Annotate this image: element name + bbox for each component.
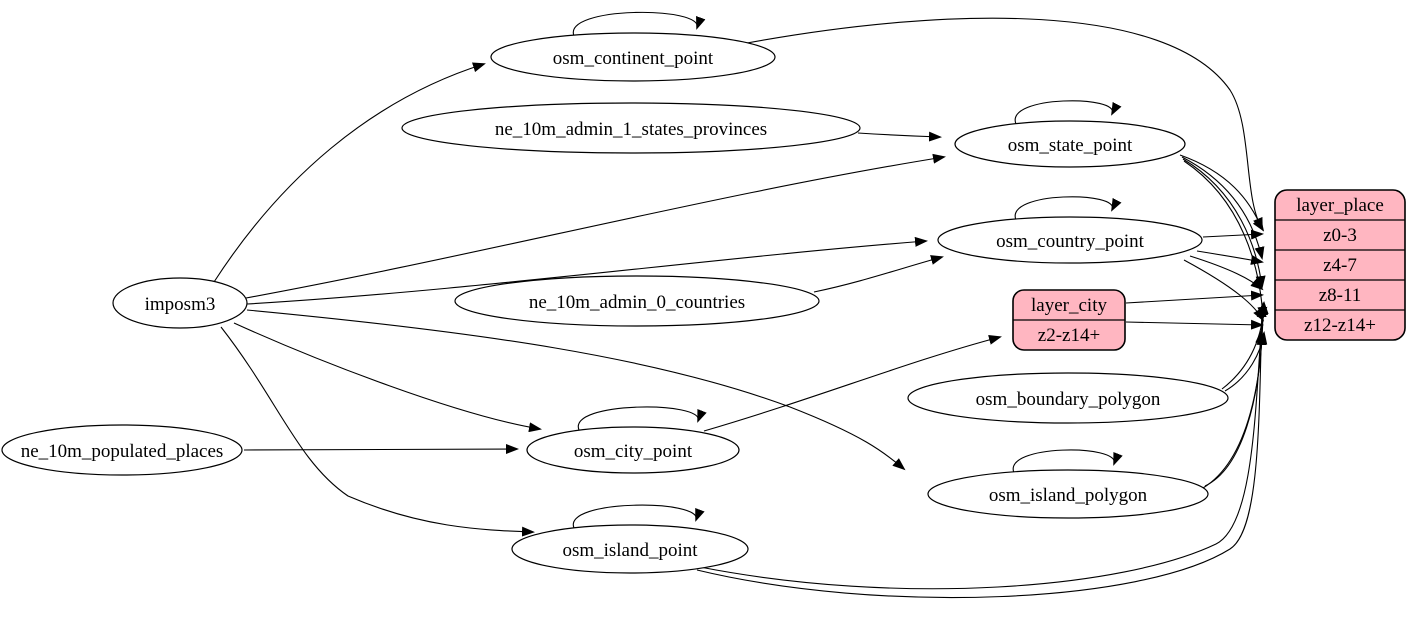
- node-osm_continent_point: osm_continent_point: [490, 32, 776, 82]
- record-layer_city: layer_city z2-z14+: [1012, 289, 1126, 351]
- node-osm_island_polygon-label: osm_island_polygon: [989, 485, 1148, 506]
- node-osm_country_point-label: osm_country_point: [996, 231, 1144, 252]
- node-ne_10m_admin_0_countries-shape: [454, 275, 820, 327]
- edge-imposm3-osm_country_point: [246, 236, 928, 305]
- edge-ne_10m_admin_1_states_provinces-osm_state_point: [857, 131, 942, 142]
- record-layer_place-row-z4-7: z4-7: [1323, 255, 1357, 276]
- node-ne_10m_admin_1_states_provinces-label: ne_10m_admin_1_states_provinces: [495, 119, 767, 140]
- node-ne_10m_admin_1_states_provinces-shape: [401, 102, 861, 154]
- edge-layer_city-layer_place-z12-z14: [1125, 319, 1264, 330]
- edge-osm_country_point-layer_place-z8-11: [1189, 255, 1264, 291]
- node-ne_10m_admin_0_countries-label: ne_10m_admin_0_countries: [529, 292, 745, 313]
- edge-osm_island_point-layer_place-z8-11: [696, 304, 1267, 599]
- node-osm_state_point-shape: [954, 120, 1186, 168]
- record-layer_place-row-z8-11: z8-11: [1319, 285, 1362, 306]
- record-layer_place: layer_place z0-3 z4-7 z8-11 z12-z14+: [1274, 189, 1406, 341]
- node-imposm3-label: imposm3: [145, 294, 216, 315]
- node-ne_10m_populated_places-label: ne_10m_populated_places: [21, 441, 224, 462]
- selfloop-osm_continent_point: [573, 11, 706, 37]
- edges-layer: [213, 11, 1269, 599]
- node-osm_state_point-label: osm_state_point: [1008, 135, 1133, 156]
- node-osm_country_point: osm_country_point: [937, 216, 1203, 264]
- selfloop-osm_country_point: [1014, 196, 1122, 221]
- node-ne_10m_populated_places: ne_10m_populated_places: [1, 424, 243, 476]
- edge-osm_country_point-layer_place-z0-3: [1202, 229, 1264, 240]
- node-osm_island_polygon-shape: [927, 469, 1209, 519]
- node-osm_city_point: osm_city_point: [526, 426, 740, 474]
- node-osm_boundary_polygon-label: osm_boundary_polygon: [976, 389, 1161, 410]
- node-osm_island_point-label: osm_island_point: [562, 540, 698, 561]
- node-ne_10m_admin_0_countries: ne_10m_admin_0_countries: [454, 275, 820, 327]
- edge-imposm3-osm_island_polygon: [246, 309, 906, 471]
- edge-osm_country_point-layer_place-z12-z14: [1183, 259, 1264, 322]
- node-imposm3-shape: [112, 277, 248, 329]
- record-layer_city-row-z2-z14: z2-z14+: [1038, 325, 1100, 346]
- node-osm_state_point: osm_state_point: [954, 120, 1186, 168]
- edge-osm_state_point-layer_place-z4-7: [1181, 156, 1265, 260]
- node-osm_island_point: osm_island_point: [511, 524, 749, 574]
- edge-osm_continent_point-layer_place-z0-3: [746, 17, 1265, 232]
- node-osm_boundary_polygon: osm_boundary_polygon: [907, 372, 1229, 424]
- edge-imposm3-osm_continent_point: [213, 62, 486, 283]
- node-osm_country_point-shape: [937, 216, 1203, 264]
- node-osm_boundary_polygon-shape: [907, 372, 1229, 424]
- edge-osm_island_point-layer_place-z12-z14: [699, 330, 1266, 590]
- edge-ne_10m_admin_0_countries-osm_country_point: [813, 255, 944, 293]
- selfloop-osm_island_polygon: [1012, 449, 1123, 474]
- node-osm_continent_point-label: osm_continent_point: [553, 48, 714, 69]
- edge-imposm3-osm_city_point: [233, 322, 542, 433]
- edge-osm_city_point-layer_city-z2-z14: [703, 334, 1002, 432]
- edge-osm_island_polygon-layer_place-z12-z14: [1204, 332, 1267, 487]
- node-osm_city_point-shape: [526, 426, 740, 474]
- record-layer_place-row-z0-3: z0-3: [1323, 225, 1357, 246]
- edge-imposm3-osm_island_point: [220, 326, 535, 537]
- record-layer_place-box: [1274, 189, 1406, 341]
- node-imposm3: imposm3: [112, 277, 248, 329]
- edge-osm_state_point-layer_place-z0-3: [1179, 154, 1263, 231]
- selfloop-osm_state_point: [1014, 100, 1122, 125]
- node-osm_continent_point-shape: [490, 32, 776, 82]
- record-layer_place-row-z12-z14: z12-z14+: [1304, 315, 1376, 336]
- selfloop-osm_city_point: [578, 406, 707, 431]
- edge-ne_10m_populated_places-osm_city_point: [243, 444, 519, 455]
- edge-osm_country_point-layer_place-z4-7: [1196, 250, 1264, 265]
- node-ne_10m_admin_1_states_provinces: ne_10m_admin_1_states_provinces: [401, 102, 861, 154]
- selfloop-osm_island_point: [573, 504, 705, 529]
- record-layer_city-title: layer_city: [1031, 295, 1107, 316]
- edge-layer_city-layer_place-z8-11: [1125, 290, 1264, 304]
- edge-osm_state_point-layer_place-z8-11: [1182, 158, 1266, 289]
- node-osm_island_polygon: osm_island_polygon: [927, 469, 1209, 519]
- edge-imposm3-osm_state_point: [245, 153, 946, 299]
- node-ne_10m_populated_places-shape: [1, 424, 243, 476]
- node-osm_city_point-label: osm_city_point: [574, 441, 693, 462]
- node-osm_island_point-shape: [511, 524, 749, 574]
- record-layer_place-title: layer_place: [1296, 195, 1384, 216]
